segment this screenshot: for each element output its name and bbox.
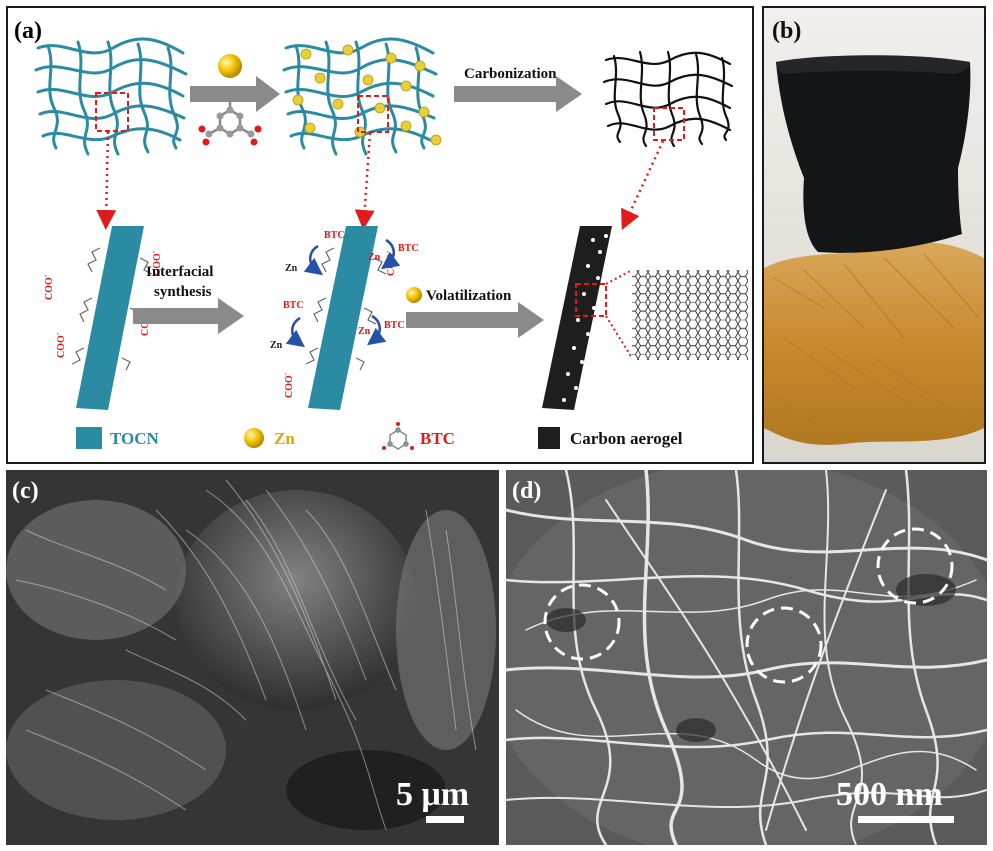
carbon-aerogel-sample bbox=[776, 56, 971, 253]
tocn-fiber bbox=[76, 226, 144, 410]
zoom-line-bottom bbox=[605, 315, 633, 359]
feather-fur bbox=[764, 242, 984, 445]
volatilization-label: Volatilization bbox=[426, 288, 512, 304]
volatilization-arrow bbox=[406, 302, 544, 338]
dark-pore bbox=[286, 750, 446, 830]
interfacial-label-1: Interfacial bbox=[146, 264, 213, 280]
schematic-svg: (a) bbox=[14, 18, 748, 450]
svg-text:BTC: BTC bbox=[283, 300, 304, 311]
carbon-fiber bbox=[542, 226, 612, 410]
interfacial-synthesis-arrow bbox=[133, 298, 244, 334]
svg-text:BTC: BTC bbox=[398, 243, 419, 254]
photo-svg: (b) bbox=[764, 8, 984, 462]
fibrils bbox=[15, 479, 477, 831]
interfacial-label-2: synthesis bbox=[154, 284, 212, 300]
sample-top-face bbox=[776, 55, 970, 74]
svg-text:BTC: BTC bbox=[324, 230, 345, 241]
zoom-box-1 bbox=[95, 92, 129, 132]
fiber-chains-1 bbox=[71, 247, 153, 371]
scale-bar-label-c: 5 μm bbox=[396, 776, 469, 813]
fiber-bundle bbox=[176, 490, 416, 710]
scale-bar-c bbox=[426, 816, 464, 823]
scale-bar-label-d: 500 nm bbox=[836, 776, 943, 813]
tocn-znbtc-fiber bbox=[308, 226, 378, 410]
svg-text:COO-: COO- bbox=[53, 332, 67, 358]
fiber-bundle bbox=[6, 680, 226, 820]
highlight-circles bbox=[543, 527, 954, 684]
zoom-box-4 bbox=[575, 283, 607, 317]
coordination-arrows bbox=[285, 238, 401, 348]
svg-text:COO-: COO- bbox=[281, 372, 295, 398]
zoom-box-3 bbox=[653, 107, 685, 141]
svg-text:COO-: COO- bbox=[149, 250, 163, 276]
panel-b-photo: (b) bbox=[762, 6, 986, 464]
coo-charge: - bbox=[281, 372, 290, 375]
legend: TOCN Zn BTC Carbon aerogel bbox=[76, 422, 683, 450]
background-fibers bbox=[506, 470, 987, 845]
carbon-network bbox=[602, 50, 734, 148]
pores bbox=[562, 234, 608, 402]
svg-text:Zn: Zn bbox=[358, 326, 371, 337]
zoom-box-2 bbox=[357, 95, 389, 133]
svg-text:COO-: COO- bbox=[41, 274, 55, 300]
scale-bar-d bbox=[858, 816, 954, 823]
process-arrow-1 bbox=[190, 76, 280, 112]
highlight-circle-2 bbox=[745, 606, 823, 684]
zoom-line-top bbox=[605, 269, 633, 285]
fiber-bundle bbox=[6, 500, 186, 640]
zn-particles bbox=[292, 44, 442, 146]
legend-swatch-tocn bbox=[76, 427, 102, 449]
panel-a-schematic: (a) bbox=[6, 6, 754, 464]
coo-charge: - bbox=[149, 250, 158, 253]
tocn-network bbox=[34, 37, 188, 156]
panel-c-sem: (c) 5 μm bbox=[6, 470, 499, 845]
zoom-arrow-2 bbox=[354, 132, 375, 230]
fiber-chains-2 bbox=[305, 247, 387, 371]
nanofibers bbox=[506, 470, 987, 845]
fiber-bundle bbox=[396, 510, 496, 750]
svg-text:BTC: BTC bbox=[384, 320, 405, 331]
zoom-arrow-3 bbox=[621, 140, 665, 231]
panel-d-sem: (d) 500 nm bbox=[506, 470, 987, 845]
coo-charge: - bbox=[383, 250, 392, 253]
legend-swatch-carbon bbox=[538, 427, 560, 449]
legend-label-tocn: TOCN bbox=[110, 429, 160, 448]
zoom-arrow-1 bbox=[96, 131, 117, 230]
pores bbox=[546, 574, 956, 742]
svg-text:Zn: Zn bbox=[270, 340, 283, 351]
svg-text:Zn: Zn bbox=[285, 263, 298, 274]
sem-d-svg: (d) 500 nm bbox=[506, 470, 987, 845]
sem-c-svg: (c) 5 μm bbox=[6, 470, 499, 845]
panel-c-label: (c) bbox=[12, 478, 39, 504]
legend-label-btc: BTC bbox=[420, 429, 455, 448]
panel-d-label: (d) bbox=[512, 478, 541, 504]
panel-b-label: (b) bbox=[772, 18, 801, 44]
carbonization-arrow bbox=[454, 76, 582, 112]
panel-a-label: (a) bbox=[14, 18, 42, 44]
svg-text:Zn: Zn bbox=[368, 252, 381, 263]
legend-label-zn: Zn bbox=[274, 429, 295, 448]
highlight-circle-1 bbox=[543, 583, 621, 661]
coo-charge: - bbox=[53, 332, 62, 335]
btc-molecule-icon bbox=[198, 88, 262, 146]
btc-molecule-icon bbox=[382, 422, 414, 450]
zn-sphere-icon bbox=[406, 287, 422, 303]
zn-sphere-icon bbox=[218, 54, 242, 78]
fur-strands bbox=[764, 253, 980, 439]
highlight-circle-3 bbox=[876, 527, 954, 605]
legend-label-carbon: Carbon aerogel bbox=[570, 429, 683, 448]
zn-sphere-icon bbox=[244, 428, 264, 448]
graphene-lattice-icon bbox=[632, 270, 748, 360]
carbonization-label: Carbonization bbox=[464, 66, 557, 82]
coo-charge: - bbox=[41, 274, 50, 277]
